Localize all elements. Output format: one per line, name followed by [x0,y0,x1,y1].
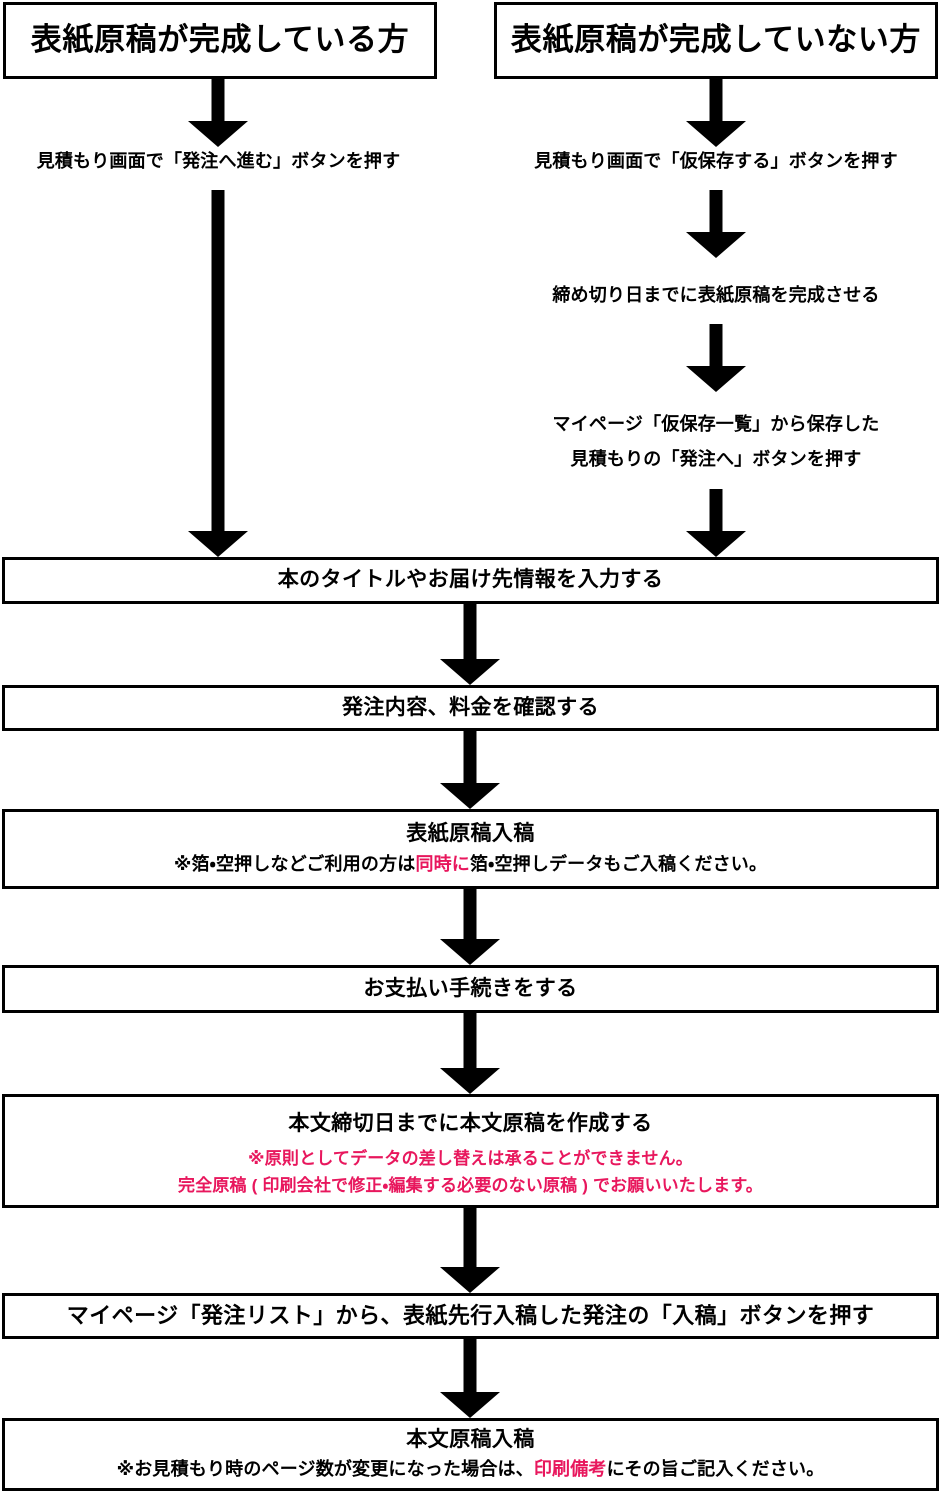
arrow-head [188,121,248,147]
arrow-shaft [709,324,723,368]
arrow-shaft [709,489,723,533]
arrow-right-1 [686,79,746,147]
arrow-shaft [463,604,477,660]
step-box-payment: お支払い手続きをする [2,965,939,1013]
arrow-shaft [463,1208,477,1268]
arrow-main-5 [440,1208,500,1293]
arrow-main-4 [440,1013,500,1094]
step-7-note-pre: ※お見積もり時のページ数が変更になった場合は、 [116,1459,534,1480]
arrow-shaft [211,190,225,532]
right-step-2-label: 締め切り日までに表紙原稿を完成させる [552,285,880,305]
arrow-right-2 [686,190,746,258]
step-7-label: 本文原稿入稿 [406,1427,535,1451]
step-3-note-post: 箔・空押しデータもご入稿ください。 [469,853,768,874]
step-box-cover-submission: 表紙原稿入稿 ※箔・空押しなどご利用の方は同時に箔・空押しデータもご入稿ください… [2,809,939,889]
arrow-main-2 [440,731,500,809]
step-6-label: マイページ「発注リスト」から、表紙先行入稿した発注の「入稿」ボタンを押す [66,1302,875,1328]
arrow-main-3 [440,889,500,965]
step-3-note: ※箔・空押しなどご利用の方は同時に箔・空押しデータもご入稿ください。 [174,851,767,877]
arrow-right-4 [686,489,746,557]
header-right-label: 表紙原稿が完成していない方 [510,22,922,58]
arrow-left-short [188,79,248,147]
step-5-note-line-1: ※原則としてデータの差し替えは承ることができません。 [248,1149,693,1169]
right-step-1-label: 見積もり画面で「仮保存する」ボタンを押す [534,151,898,171]
arrow-head [440,1068,500,1094]
left-step-1-label: 見積もり画面で「発注へ進む」ボタンを押す [36,151,401,171]
step-box-confirm-order: 発注内容、料金を確認する [2,685,939,731]
arrow-main-6 [440,1339,500,1418]
step-3-note-highlight: 同時に [415,853,470,874]
arrow-shaft [709,79,723,123]
step-7-note: ※お見積もり時のページ数が変更になった場合は、印刷備考にその旨ご記入ください。 [117,1456,825,1482]
step-box-body-submission: 本文原稿入稿 ※お見積もり時のページ数が変更になった場合は、印刷備考にその旨ご記… [2,1418,939,1491]
step-4-label: お支払い手続きをする [363,976,578,1000]
step-box-order-list-submit: マイページ「発注リスト」から、表紙先行入稿した発注の「入稿」ボタンを押す [2,1293,939,1339]
arrow-shaft [463,1013,477,1069]
step-5-label: 本文締切日までに本文原稿を作成する [288,1112,653,1135]
arrow-main-1 [440,604,500,685]
step-7-note-highlight: 印刷備考 [533,1459,607,1480]
arrow-head [686,366,746,392]
arrow-head [440,1267,500,1293]
arrow-right-3 [686,324,746,392]
arrow-shaft [211,79,225,123]
arrow-shaft [463,1339,477,1393]
header-box-right: 表紙原稿が完成していない方 [494,2,938,79]
arrow-head [686,531,746,557]
arrow-head [686,121,746,147]
arrow-head [440,1392,500,1418]
arrow-head [686,232,746,258]
step-5-note-line-2: 完全原稿 ( 印刷会社で修正・編集する必要のない原稿 ) でお願いいたします。 [178,1175,763,1195]
arrow-head [440,659,500,685]
right-step-3-line1-label: マイページ「仮保存一覧」から保存した [552,414,880,434]
step-2-label: 発注内容、料金を確認する [341,695,600,719]
arrow-shaft [463,731,477,784]
step-7-note-post: にその旨ご記入ください。 [606,1459,825,1480]
step-box-body-manuscript: 本文締切日までに本文原稿を作成する ※原則としてデータの差し替えは承ることができ… [2,1094,939,1208]
right-step-3-line2-label: 見積もりの「発注へ」ボタンを押す [570,449,862,469]
arrow-left-long [188,190,248,557]
arrow-shaft [709,190,723,234]
arrow-head [440,939,500,965]
arrow-head [440,783,500,809]
step-3-label: 表紙原稿入稿 [406,822,535,846]
arrow-shaft [463,889,477,940]
header-box-left: 表紙原稿が完成している方 [3,2,437,79]
header-left-label: 表紙原稿が完成している方 [30,22,410,58]
arrow-head [188,531,248,557]
step-box-title-delivery: 本のタイトルやお届け先情報を入力する [2,557,939,604]
step-3-note-pre: ※箔・空押しなどご利用の方は [173,853,416,874]
step-1-label: 本のタイトルやお届け先情報を入力する [277,568,664,592]
